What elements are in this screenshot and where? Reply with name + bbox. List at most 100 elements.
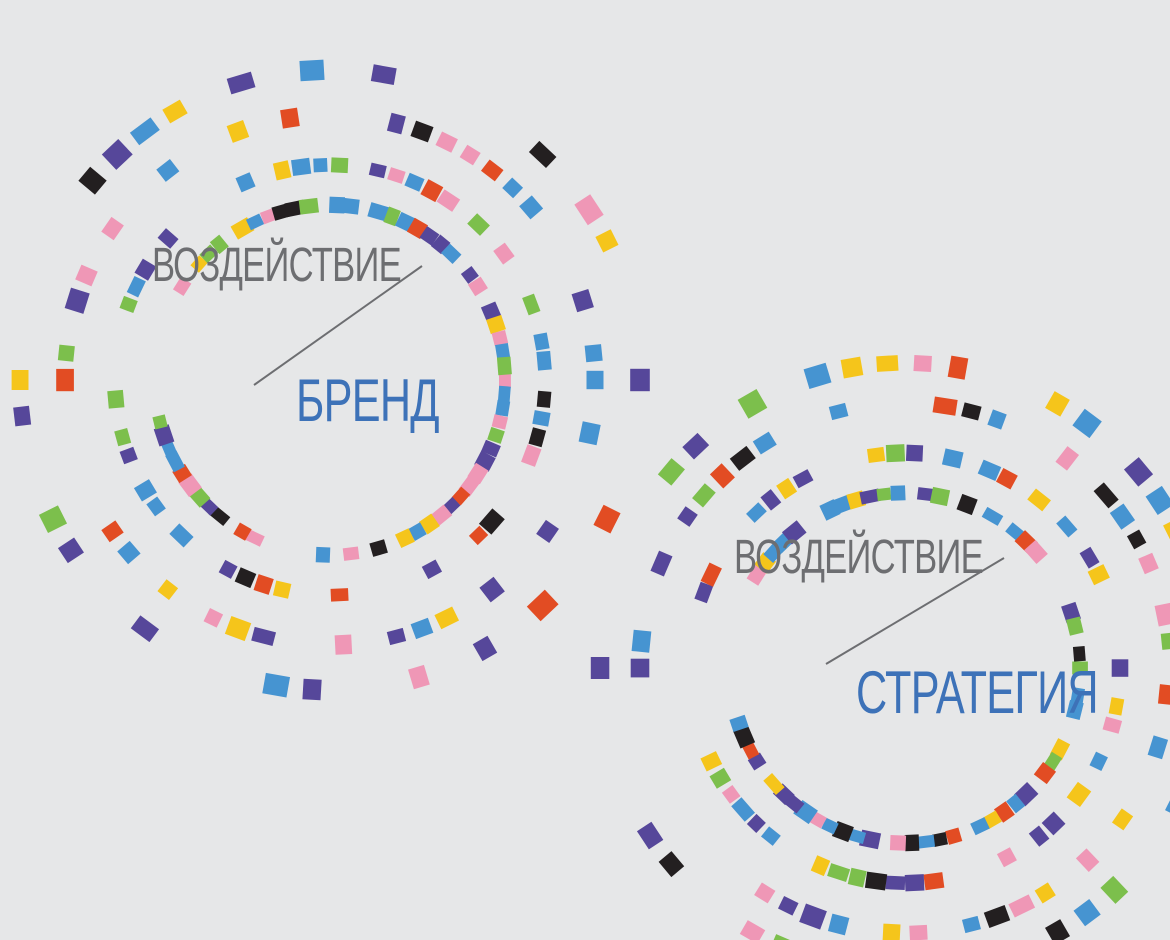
strategy-title: СТРАТЕГИЯ [856, 659, 1099, 726]
color-tile [909, 924, 928, 940]
color-tile [152, 414, 168, 430]
color-tile [487, 426, 505, 444]
color-tile [502, 177, 524, 199]
color-tile [190, 255, 208, 273]
color-tile [435, 131, 458, 153]
color-tile [56, 368, 74, 392]
color-tile [1100, 875, 1129, 904]
color-tile [481, 439, 501, 458]
color-tile [721, 785, 741, 804]
color-tile [394, 528, 415, 549]
color-tile [533, 332, 550, 351]
color-tile [983, 810, 1002, 829]
color-tile [913, 355, 932, 372]
color-tile [650, 550, 673, 577]
color-tile [486, 314, 506, 335]
color-tile [165, 450, 185, 473]
color-tile [799, 903, 827, 930]
color-tile [532, 410, 551, 427]
color-tile [410, 120, 434, 143]
color-tile [1126, 529, 1147, 550]
color-tile [916, 487, 936, 502]
color-tile [162, 99, 188, 124]
color-tile [291, 157, 312, 177]
color-tile [430, 234, 451, 255]
color-tile [987, 409, 1007, 430]
divider-line-brand [253, 265, 423, 386]
color-tile [528, 140, 557, 169]
color-tile [330, 588, 349, 602]
color-tile [497, 385, 511, 403]
color-tile [1165, 791, 1170, 819]
color-tile [468, 525, 489, 546]
color-tile [932, 832, 949, 848]
color-tile [370, 64, 397, 85]
color-tile [1045, 919, 1071, 940]
color-tile [245, 529, 265, 547]
color-tile [419, 226, 440, 246]
color-tile [929, 486, 951, 507]
color-tile [134, 258, 157, 281]
brand-impact-label: ВОЗДЕЙСТВИЕ [152, 239, 402, 292]
color-tile [961, 915, 981, 934]
color-tile [1033, 761, 1057, 785]
color-tile [491, 330, 509, 347]
color-tile [732, 724, 756, 749]
color-tile [709, 463, 735, 489]
color-tile [75, 264, 98, 287]
color-tile [1028, 825, 1050, 847]
color-tile [302, 678, 322, 701]
color-tile [1034, 882, 1056, 904]
color-tile [731, 797, 755, 822]
color-tile [157, 228, 179, 249]
color-tile [298, 197, 320, 215]
color-tile [156, 159, 180, 182]
color-tile [536, 350, 552, 371]
color-tile [709, 767, 732, 789]
color-tile [1109, 503, 1136, 530]
color-tile [970, 817, 990, 836]
color-tile [729, 714, 749, 733]
color-tile [157, 579, 179, 600]
color-tile [917, 834, 936, 849]
color-tile [1045, 391, 1070, 417]
color-tile [739, 920, 766, 940]
color-tile [420, 179, 444, 203]
color-tile [1072, 646, 1086, 662]
color-tile [451, 486, 471, 506]
color-tile [1072, 408, 1102, 439]
color-tile [107, 389, 125, 409]
color-tile [1075, 848, 1100, 872]
color-tile [996, 847, 1017, 868]
color-tile [467, 213, 490, 236]
color-tile [983, 905, 1011, 928]
color-tile [38, 505, 68, 534]
color-tile [847, 867, 867, 888]
color-tile [636, 821, 664, 850]
color-tile [328, 196, 346, 214]
color-tile [299, 59, 325, 82]
color-tile [272, 160, 292, 181]
color-tile [342, 546, 360, 561]
color-tile [226, 120, 250, 143]
color-tile [226, 71, 256, 95]
color-tile [522, 293, 541, 316]
color-tile [1066, 781, 1092, 808]
color-tile [57, 344, 75, 362]
color-tile [467, 276, 488, 297]
color-tile [209, 234, 229, 255]
color-tile [932, 396, 958, 416]
color-tile [367, 202, 391, 222]
color-tile [536, 390, 552, 408]
color-tile [536, 519, 559, 543]
color-tile [584, 344, 603, 363]
color-tile [821, 817, 839, 835]
color-tile [1006, 793, 1026, 814]
color-tile [1138, 552, 1159, 575]
color-tile [129, 117, 160, 146]
color-tile [233, 522, 252, 541]
color-tile [64, 287, 90, 314]
color-tile [521, 444, 542, 467]
color-tile [876, 487, 892, 502]
color-tile [368, 162, 387, 179]
